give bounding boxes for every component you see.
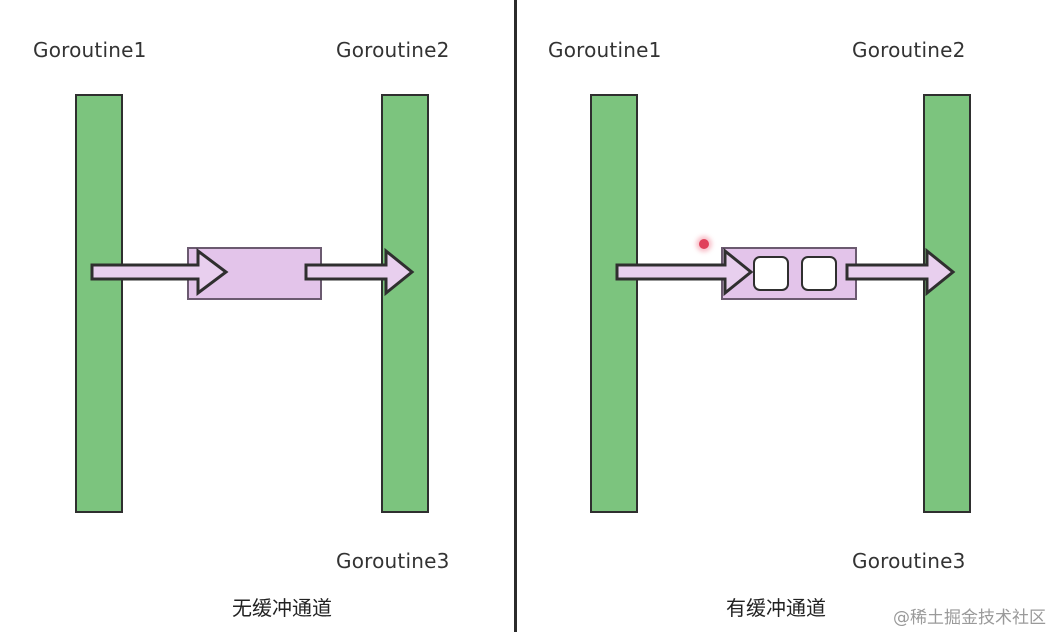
pointer-dot [699,239,709,249]
goroutine2-label: Goroutine2 [336,38,450,62]
receive-arrow [845,247,956,297]
receive-arrow [304,247,415,297]
unbuffered-channel-panel: Goroutine1 Goroutine2 Goroutine3 无缓冲通道 [0,0,515,632]
buffer-slot [753,256,789,291]
buffer-slot [801,256,837,291]
goroutine2-bar [923,94,971,513]
goroutine1-bar [75,94,123,513]
buffered-caption: 有缓冲通道 [726,596,826,620]
send-arrow [90,248,229,296]
watermark-text: @稀土掘金技术社区 [893,608,1046,628]
send-arrow [615,247,754,297]
goroutine1-label: Goroutine1 [548,38,662,62]
goroutine3-label: Goroutine3 [336,549,450,573]
unbuffered-caption: 无缓冲通道 [232,596,332,620]
goroutine2-bar [381,94,429,513]
goroutine3-label: Goroutine3 [852,549,966,573]
goroutine1-bar [590,94,638,513]
panel-divider [514,0,517,632]
goroutine1-label: Goroutine1 [33,38,147,62]
goroutine2-label: Goroutine2 [852,38,966,62]
